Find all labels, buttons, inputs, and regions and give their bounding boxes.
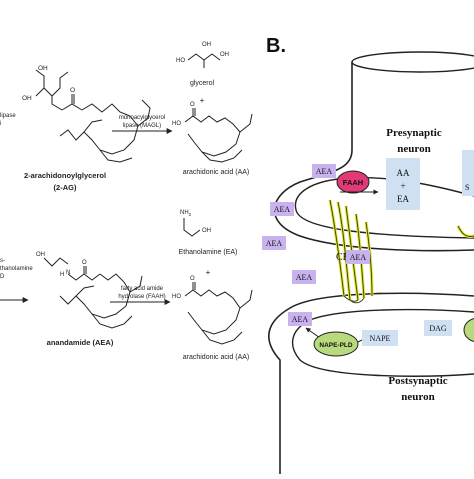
aea-box-cleft-3 bbox=[292, 270, 316, 284]
aea-label-cleft-2: AEA bbox=[266, 239, 283, 248]
products-ea: EA bbox=[397, 194, 409, 204]
aea-label-presyn: AEA bbox=[316, 167, 333, 176]
aea-label-cb1r: AEA bbox=[350, 253, 367, 262]
ea-nh: NH bbox=[180, 210, 189, 216]
anandamide-structure bbox=[43, 257, 143, 329]
ea-nh-sub: 2 bbox=[189, 212, 192, 217]
faah-label: FAAH bbox=[343, 178, 363, 187]
aea-box-postsyn bbox=[288, 312, 312, 326]
postsynaptic-membrane-inner bbox=[291, 308, 474, 377]
left-enzyme-bottom-1: s- bbox=[0, 258, 5, 264]
aea-box-cb1r bbox=[346, 250, 370, 264]
panel-a: OH OH O lipase i 2-arachidonoylglycerol … bbox=[0, 42, 253, 361]
left-enzyme-top-1: lipase bbox=[0, 113, 16, 119]
aea-h: H bbox=[60, 272, 64, 278]
aa-bottom-ho: HO bbox=[172, 294, 181, 300]
aa-top-ho: HO bbox=[172, 121, 181, 127]
aea-oh: OH bbox=[36, 252, 45, 258]
aa-top-o: O bbox=[190, 102, 195, 108]
glycerol-oh-2: OH bbox=[220, 52, 229, 58]
glycerol-oh-1: OH bbox=[202, 42, 211, 48]
aea-label-postsyn: AEA bbox=[292, 315, 309, 324]
two-ag-abbrev: (2-AG) bbox=[54, 183, 77, 192]
nape-pld-enzyme bbox=[313, 331, 359, 357]
aea-box-presyn bbox=[312, 164, 336, 178]
glycerol-ho: HO bbox=[176, 58, 185, 64]
presynaptic-title-1: Presynaptic bbox=[386, 127, 442, 139]
magl-label-1: monoacylglycerol bbox=[119, 115, 165, 121]
right-cut-box bbox=[462, 150, 474, 196]
anandamide-name: anandamide (AEA) bbox=[47, 338, 114, 347]
nape-label: NAPE bbox=[370, 334, 391, 343]
glycerol-name: glycerol bbox=[190, 80, 215, 87]
two-ag-name: 2-arachidonoylglycerol bbox=[24, 171, 106, 180]
aa-bottom-structure bbox=[184, 282, 253, 345]
products-box bbox=[386, 158, 420, 210]
dag-box bbox=[424, 320, 452, 336]
nape-pld-to-aea-arrow bbox=[305, 327, 321, 339]
products-plus: + bbox=[400, 181, 405, 191]
dag-label: DAG bbox=[429, 324, 447, 333]
products-aa: AA bbox=[397, 168, 410, 178]
presynaptic-membrane-inner bbox=[294, 177, 474, 239]
glycerol-structure bbox=[187, 53, 221, 68]
aea-amide-o: O bbox=[82, 260, 87, 266]
left-enzyme-bottom-2: thanolamine bbox=[0, 266, 33, 272]
top-plus: + bbox=[200, 96, 205, 105]
postsynaptic-title-2: neuron bbox=[401, 391, 434, 403]
faah-enzyme bbox=[336, 170, 370, 194]
ester-o-label: O bbox=[70, 87, 75, 94]
ea-nh2: NH2 bbox=[180, 210, 192, 217]
right-enzyme-partial bbox=[463, 317, 474, 343]
magl-label-2: lipase (MAGL) bbox=[123, 123, 161, 129]
oh-label-2: OH bbox=[22, 95, 32, 102]
aa-top-name: arachidonic acid (AA) bbox=[183, 169, 250, 176]
postsynaptic-membrane-outer bbox=[268, 292, 474, 474]
nape-pld-label: NAPE-PLD bbox=[319, 342, 353, 349]
aa-top-structure bbox=[184, 108, 253, 163]
postsynaptic-title-1: Postsynaptic bbox=[388, 375, 447, 387]
bottom-plus: + bbox=[206, 268, 211, 277]
nape-box bbox=[362, 330, 398, 346]
aa-bottom-name: arachidonic acid (AA) bbox=[183, 354, 250, 361]
presynaptic-membrane-outer bbox=[273, 62, 474, 252]
right-receptor-partial bbox=[456, 225, 474, 238]
oh-label-1: OH bbox=[38, 65, 48, 72]
aa-bottom-o: O bbox=[190, 276, 195, 282]
left-enzyme-bottom-3: D bbox=[0, 274, 5, 280]
ethanolamine-structure bbox=[183, 218, 201, 237]
panel-b-label: B. bbox=[266, 35, 286, 57]
aea-label-cleft-3: AEA bbox=[296, 273, 313, 282]
faah-label-2: hydrolase (FAAH) bbox=[118, 294, 165, 300]
faah-label-1: fatty acid amide bbox=[121, 286, 164, 292]
left-enzyme-top-2: i bbox=[0, 121, 1, 127]
aea-box-cleft-2 bbox=[262, 236, 286, 250]
right-cut-label: S bbox=[465, 183, 469, 192]
nape-to-pld-arrow bbox=[357, 339, 363, 343]
aea-box-cleft-1 bbox=[270, 202, 294, 216]
aea-label-cleft-1: AEA bbox=[274, 205, 291, 214]
ethanolamine-name: Ethanolamine (EA) bbox=[179, 249, 238, 256]
ea-oh: OH bbox=[202, 228, 211, 234]
two-ag-structure bbox=[35, 69, 151, 163]
presynaptic-top-ellipse bbox=[351, 51, 474, 73]
aea-n: N bbox=[66, 270, 70, 276]
panel-b: B. Presynaptic neuron Postsynaptic neuro… bbox=[262, 35, 474, 474]
presynaptic-title-2: neuron bbox=[397, 143, 430, 155]
